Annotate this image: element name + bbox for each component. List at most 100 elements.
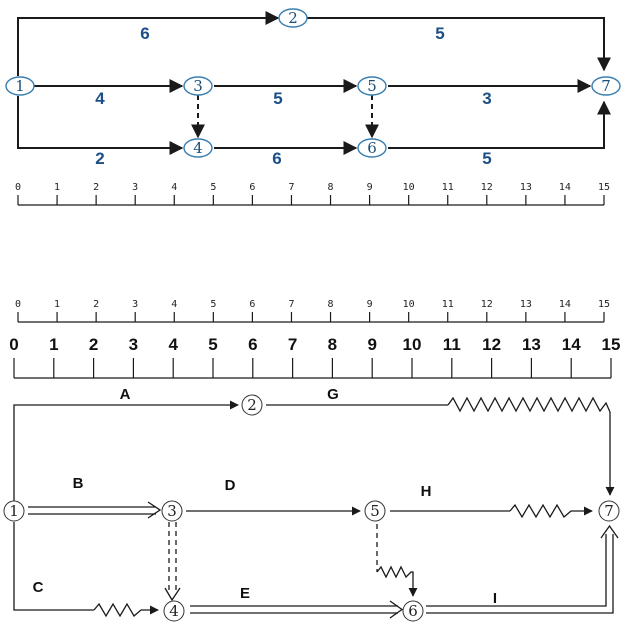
scale-middle-label-8: 8 [328,299,334,310]
duration-6-7: 5 [482,149,491,168]
scale-top-label-5: 5 [210,182,216,193]
free-float-C [93,602,159,618]
scale-top-label-3: 3 [132,182,138,193]
svg-text:3: 3 [167,502,177,520]
scale-large-label-1: 1 [49,335,58,354]
duration-3-5: 5 [273,89,282,108]
scale-middle-label-10: 10 [403,299,415,310]
activity-E-head [389,600,404,619]
scale-top-label-10: 10 [403,182,415,193]
scale-top-label-12: 12 [481,182,493,193]
svg-text:7: 7 [601,77,611,95]
scale-large-label-11: 11 [443,335,461,354]
top-node-1: 1 [5,76,35,96]
scale-top-label-1: 1 [54,182,60,193]
scale-middle-label-0: 0 [15,299,21,310]
activity-label-A: A [120,386,131,403]
activity-label-B: B [73,475,84,492]
top-node-2: 2 [278,8,308,28]
svg-text:4: 4 [193,139,203,157]
svg-text:7: 7 [604,502,614,520]
activity-label-H: H [421,483,432,500]
scale-top-label-7: 7 [288,182,294,193]
scale-middle-label-12: 12 [481,299,493,310]
svg-text:4: 4 [169,602,179,620]
svg-text:6: 6 [367,139,377,157]
scale-top-label-15: 15 [598,182,610,193]
scale-top-label-9: 9 [367,182,373,193]
scale-top-label-8: 8 [328,182,334,193]
bottom-node-6: 6 [402,600,424,622]
scale-top-label-4: 4 [171,182,177,193]
duration-1-4: 2 [95,149,104,168]
scale-middle-label-6: 6 [249,299,255,310]
activity-B-head [147,501,162,519]
free-float-dummy-5-6 [376,565,418,597]
scale-large-label-13: 13 [522,335,541,354]
edge-2-7 [307,17,611,72]
scale-top-label-13: 13 [520,182,532,193]
duration-5-7: 3 [482,89,491,108]
scale-middle-label-11: 11 [442,299,454,310]
activity-I-line-1 [426,534,607,607]
edge-6-7 [388,100,611,149]
duration-1-3: 4 [95,89,105,108]
top-node-4: 4 [183,138,213,158]
free-float-H [509,503,593,519]
scale-large-label-3: 3 [129,335,138,354]
top-node-3: 3 [183,76,213,96]
duration-4-6: 6 [272,149,281,168]
bottom-node-2: 2 [241,394,263,416]
scale-middle-label-13: 13 [520,299,532,310]
scale-large-label-2: 2 [89,335,98,354]
scale-middle-label-9: 9 [367,299,373,310]
scale-middle-label-3: 3 [132,299,138,310]
svg-text:5: 5 [367,77,377,95]
svg-text:6: 6 [408,602,418,620]
scale-large-label-10: 10 [403,335,422,354]
scale-middle-label-14: 14 [559,299,571,310]
svg-text:2: 2 [247,396,257,414]
scale-large-label-5: 5 [208,335,217,354]
dummy-3-4-head [164,587,181,602]
activity-label-E: E [240,585,250,602]
activity-label-G: G [327,386,339,403]
duration-2-7: 5 [435,24,444,43]
scale-middle-label-15: 15 [598,299,610,310]
scale-large-label-7: 7 [288,335,297,354]
scale-middle-label-7: 7 [288,299,294,310]
scale-top-label-11: 11 [442,182,454,193]
scale-large-label-15: 15 [602,335,621,354]
scale-large-label-8: 8 [328,335,337,354]
svg-text:1: 1 [9,502,19,520]
duration-1-2: 6 [140,24,149,43]
activity-I-head [600,524,619,539]
scale-large-label-4: 4 [168,335,178,354]
scale-large-label-14: 14 [562,335,581,354]
scale-middle-label-2: 2 [93,299,99,310]
top-network: 6 5 4 5 3 2 6 5 1 2 3 4 5 6 7 [5,8,621,168]
scale-top-label-0: 0 [15,182,21,193]
edge-1-2 [17,11,280,76]
svg-text:1: 1 [15,77,25,95]
bottom-node-1: 1 [3,500,25,522]
activity-A-arrow [13,400,239,502]
svg-text:3: 3 [193,77,203,95]
activity-C-arrow [13,522,94,611]
scale-large-label-0: 0 [9,335,18,354]
scale-large-label-6: 6 [248,335,257,354]
scale-top-label-2: 2 [93,182,99,193]
scale-top-label-14: 14 [559,182,571,193]
scale-top-label-6: 6 [249,182,255,193]
scale-large-label-12: 12 [482,335,501,354]
scale-middle-label-5: 5 [210,299,216,310]
top-node-5: 5 [357,76,387,96]
activity-label-D: D [225,477,236,494]
svg-text:5: 5 [370,502,380,520]
edge-1-4 [17,96,184,155]
bottom-node-3: 3 [161,500,183,522]
activity-I-line-2 [426,534,614,614]
